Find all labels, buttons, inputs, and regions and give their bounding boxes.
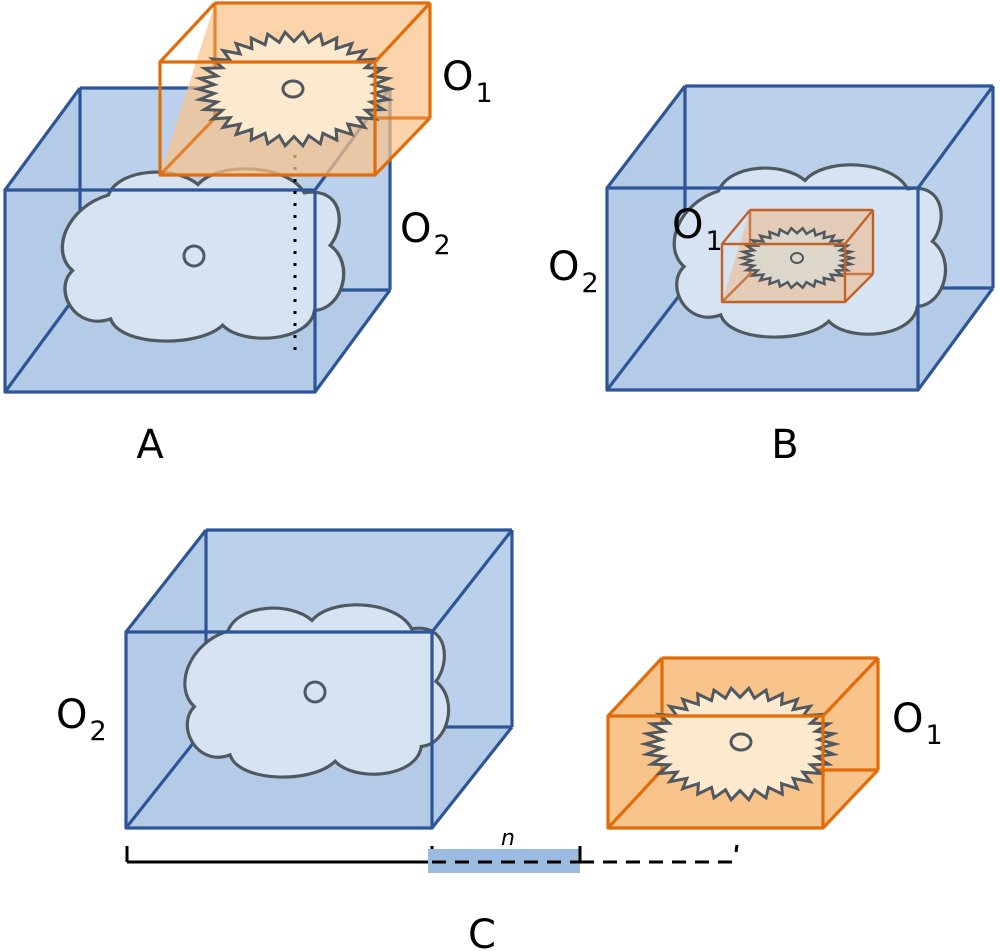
panel-b: O1 O2 B bbox=[548, 84, 995, 468]
o1-box-a bbox=[158, 1, 432, 177]
cloud-center-c bbox=[303, 680, 327, 704]
gear-center-a bbox=[281, 79, 305, 99]
o1-label-b: O1 bbox=[672, 202, 723, 257]
o1-box-c bbox=[606, 656, 880, 830]
panel-caption-b: B bbox=[771, 422, 798, 468]
gap-label-n: n bbox=[501, 826, 515, 851]
panel-caption-c: C bbox=[468, 912, 496, 951]
o2-box-c bbox=[124, 528, 514, 830]
o1-label-a: O1 bbox=[442, 54, 493, 109]
cloud-center-a bbox=[182, 244, 206, 268]
o1-label-c: O1 bbox=[892, 696, 943, 751]
o1-box-b bbox=[720, 208, 875, 304]
panel-a: O1 O2 A bbox=[3, 1, 493, 468]
width-bracket-o1-dashed bbox=[432, 844, 739, 864]
width-bracket-o2 bbox=[125, 846, 434, 864]
o2-label-a: O2 bbox=[400, 206, 451, 261]
panel-caption-a: A bbox=[136, 422, 164, 468]
gear-center-b bbox=[790, 252, 804, 264]
panel-c: n O2 O1 C bbox=[56, 528, 943, 951]
o2-label-c: O2 bbox=[56, 692, 107, 747]
gear-center-c bbox=[729, 732, 753, 752]
o2-label-b: O2 bbox=[548, 244, 599, 299]
